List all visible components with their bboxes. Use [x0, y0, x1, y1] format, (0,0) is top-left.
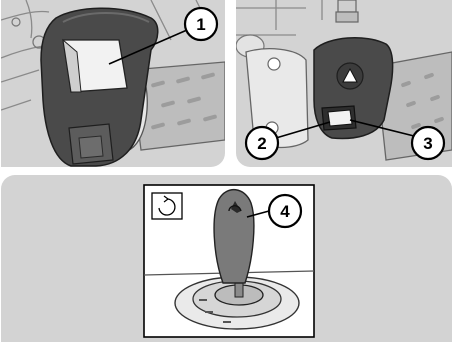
- figure-panel-ignition-key: 4: [1, 175, 452, 342]
- figure-panel-engine-switch: 2 3: [236, 0, 452, 167]
- handlebar-switch-illustration: 1: [1, 0, 225, 167]
- callout-4: 4: [269, 195, 301, 227]
- svg-text:1: 1: [196, 15, 205, 34]
- callout-3: 3: [412, 127, 444, 159]
- svg-text:3: 3: [423, 134, 432, 153]
- callout-2: 2: [246, 127, 278, 159]
- figure-panel-handlebar-switch: 1: [1, 0, 225, 167]
- ignition-key-illustration: 4: [1, 175, 452, 342]
- svg-text:4: 4: [280, 202, 290, 221]
- svg-text:2: 2: [257, 134, 266, 153]
- callout-1: 1: [185, 8, 217, 40]
- rotation-icon: [152, 193, 182, 219]
- engine-switch-illustration: 2 3: [236, 0, 452, 167]
